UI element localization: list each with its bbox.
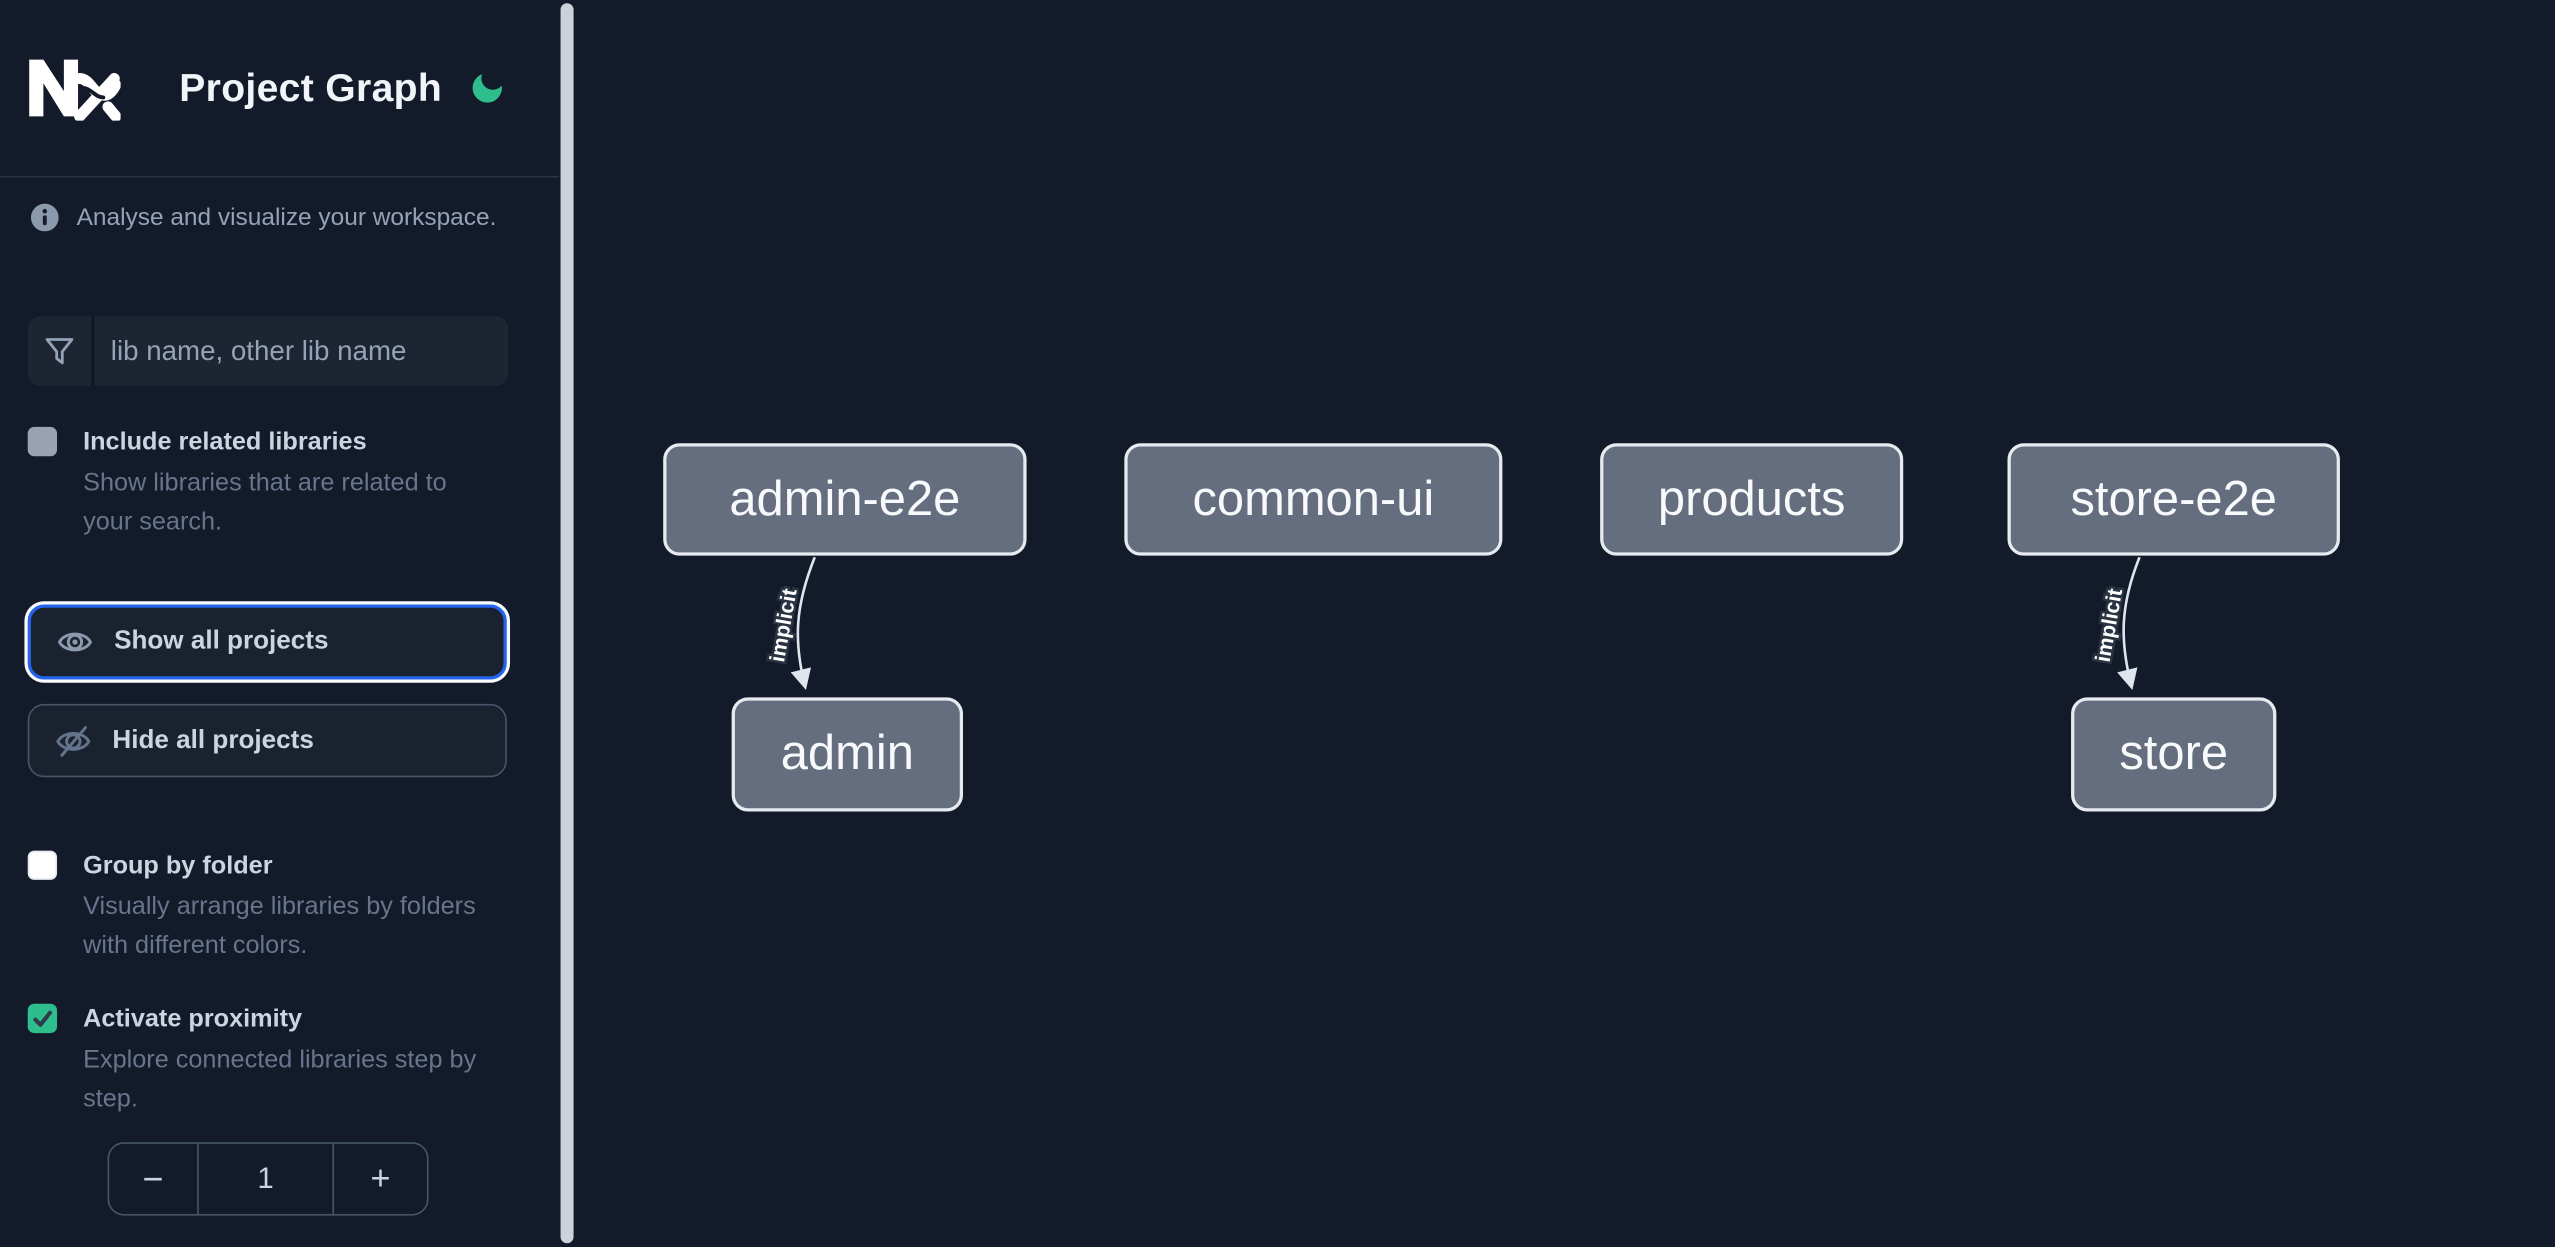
edge-label: implicit <box>2092 587 2128 664</box>
graph-node-store[interactable]: store <box>2071 697 2277 812</box>
nx-logo <box>29 59 121 121</box>
option-description: Explore connected libraries step by step… <box>83 1046 477 1113</box>
option-description: Show libraries that are related to your … <box>83 469 447 537</box>
show-all-projects-button[interactable]: Show all projects <box>27 604 507 680</box>
graph-node-common-ui[interactable]: common-ui <box>1124 443 1503 556</box>
scrollbar-thumb[interactable] <box>560 3 574 1244</box>
option-label: Include related libraries <box>83 428 367 457</box>
sidebar: Project Graph Analyse and visualize your… <box>0 0 559 1247</box>
option-group-by-folder: Group by folder Visually arrange librari… <box>27 849 517 966</box>
increment-button[interactable]: + <box>332 1143 427 1214</box>
graph-node-admin[interactable]: admin <box>731 697 964 812</box>
graph-edge-admin-e2e-admin <box>790 556 816 691</box>
search-input[interactable] <box>94 334 509 368</box>
option-description: Visually arrange libraries by folders wi… <box>83 892 476 960</box>
proximity-depth-value: 1 <box>257 1161 274 1195</box>
show-all-projects-label: Show all projects <box>114 627 329 656</box>
graph-node-products[interactable]: products <box>1600 443 1904 556</box>
graph-node-admin-e2e[interactable]: admin-e2e <box>663 443 1027 556</box>
tagline-text: Analyse and visualize your workspace. <box>76 203 497 232</box>
graph-edge-store-e2e-store <box>2117 556 2141 691</box>
info-icon <box>30 203 59 232</box>
option-label: Group by folder <box>83 852 273 880</box>
graph-node-store-e2e[interactable]: store-e2e <box>2007 443 2340 556</box>
filter-icon <box>28 316 95 387</box>
workspace-tagline: Analyse and visualize your workspace. <box>30 203 497 232</box>
moon-icon[interactable] <box>468 68 507 107</box>
edge-label: implicit <box>766 587 802 664</box>
graph-edges: implicit implicit <box>764 556 2141 691</box>
hide-all-projects-label: Hide all projects <box>112 725 314 754</box>
decrement-button[interactable]: − <box>109 1143 199 1214</box>
check-icon <box>33 1010 52 1027</box>
checkbox-include-related-libraries[interactable] <box>27 426 58 457</box>
page-title: Project Graph <box>179 66 443 111</box>
checkbox-group-by-folder[interactable] <box>27 850 58 880</box>
option-label: Activate proximity <box>83 1005 303 1034</box>
project-graph-canvas[interactable]: implicit implicit admin-e2e common-ui produ… <box>578 0 2555 1247</box>
option-activate-proximity: Activate proximity Explore connected lib… <box>27 1002 517 1119</box>
checkbox-activate-proximity[interactable] <box>27 1003 58 1034</box>
eye-off-icon <box>56 725 91 756</box>
sidebar-header: Project Graph <box>0 0 559 178</box>
option-include-related-libraries: Include related libraries Show libraries… <box>27 425 517 542</box>
eye-icon <box>57 632 93 652</box>
proximity-stepper: − 1 + <box>107 1142 429 1216</box>
hide-all-projects-button[interactable]: Hide all projects <box>27 703 507 778</box>
search-box <box>27 316 509 387</box>
